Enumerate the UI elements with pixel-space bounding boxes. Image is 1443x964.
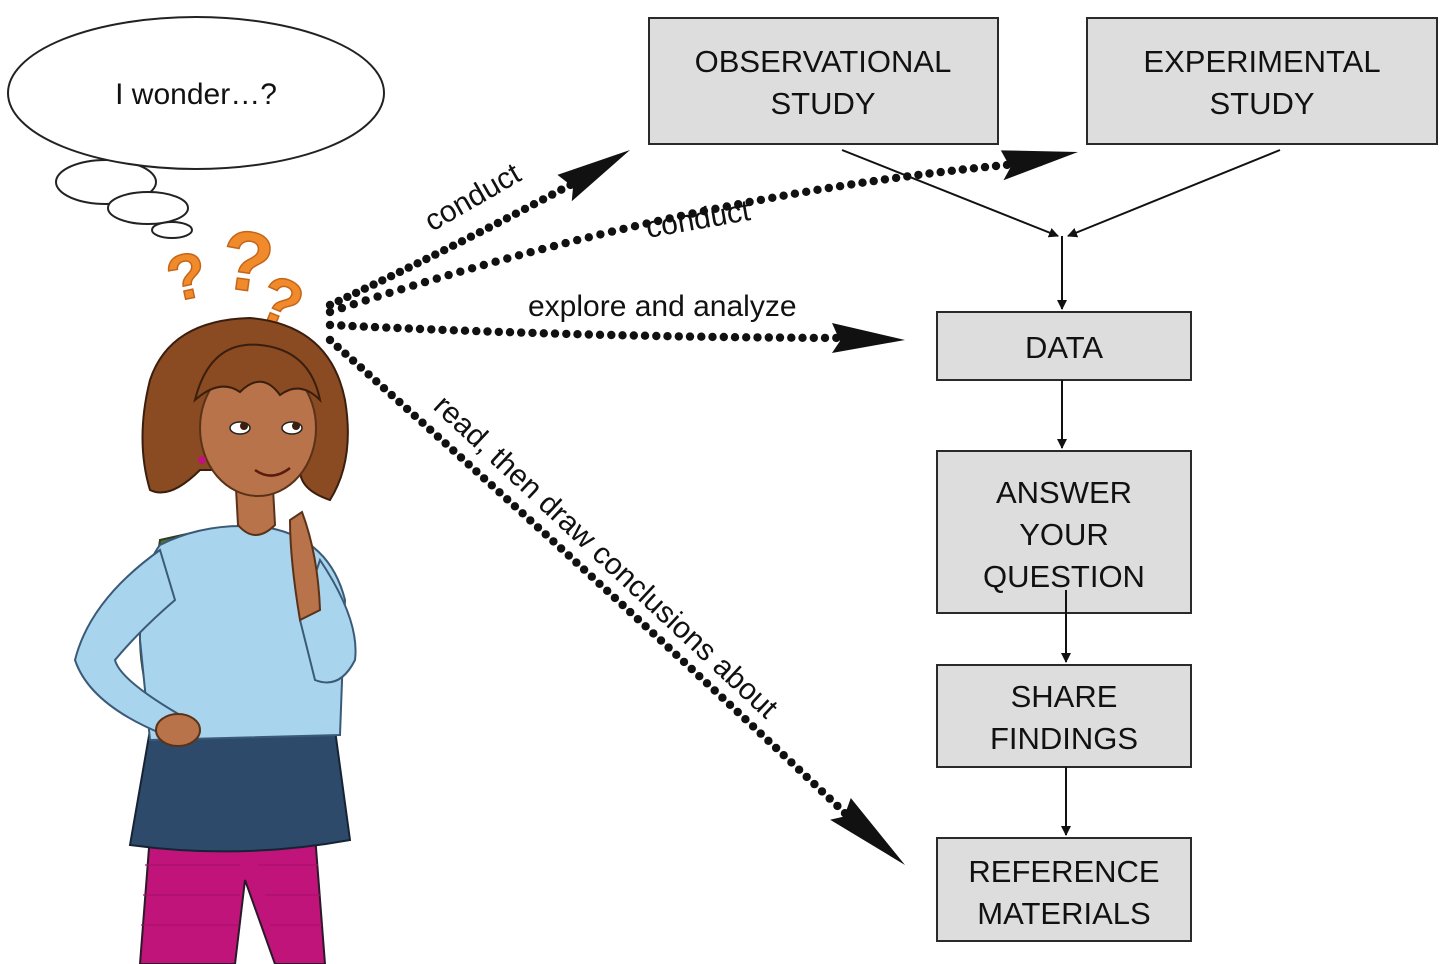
dotted-arrow-reference [325, 335, 905, 865]
arrow-experimental-to-merge [1067, 149, 1281, 238]
reference-materials-box: REFERENCE MATERIALS [936, 837, 1192, 942]
observational-line-1: OBSERVATIONAL [695, 44, 952, 79]
share-findings-box: SHARE FINDINGS [936, 664, 1192, 768]
answer-line-2: YOUR [1019, 517, 1109, 552]
thought-bubble: I wonder…? [7, 16, 385, 239]
student-illustration [73, 316, 357, 964]
answer-line-3: QUESTION [983, 559, 1145, 594]
answer-question-box: ANSWER YOUR QUESTION [936, 450, 1192, 614]
dotted-arrow-experimental-head [1000, 150, 1078, 181]
observational-line-2: STUDY [770, 86, 875, 121]
dotted-arrow-observational-head [557, 150, 630, 202]
experimental-line-2: STUDY [1209, 86, 1314, 121]
arrow-observational-to-merge [841, 149, 1059, 238]
dotted-arrows [325, 150, 1078, 865]
dotted-arrow-observational [325, 150, 630, 310]
share-line-1: SHARE [1011, 679, 1118, 714]
answer-line-1: ANSWER [996, 475, 1132, 510]
experimental-study-box: EXPERIMENTAL STUDY [1086, 17, 1438, 145]
reference-line-1: REFERENCE [968, 854, 1159, 889]
data-label: DATA [1025, 330, 1103, 365]
reference-line-2: MATERIALS [977, 896, 1150, 931]
label-conduct-observational: conduct [419, 157, 527, 238]
observational-study-box: OBSERVATIONAL STUDY [648, 17, 999, 145]
experimental-line-1: EXPERIMENTAL [1143, 44, 1380, 79]
label-explore-analyze: explore and analyze [528, 290, 797, 323]
data-box: DATA [936, 311, 1192, 381]
bubble-text: I wonder…? [115, 78, 277, 111]
dotted-arrow-experimental [325, 150, 1078, 317]
label-conduct-experimental: conduct [643, 194, 753, 245]
label-read-conclusions: read, then draw conclusions about [427, 389, 784, 725]
flow-connectors [841, 149, 1281, 836]
dotted-arrow-data-head [831, 322, 905, 353]
dotted-arrow-reference-head [830, 797, 905, 865]
dotted-arrow-data [325, 320, 905, 353]
svg-text:?: ? [160, 237, 213, 316]
share-line-2: FINDINGS [990, 721, 1138, 756]
